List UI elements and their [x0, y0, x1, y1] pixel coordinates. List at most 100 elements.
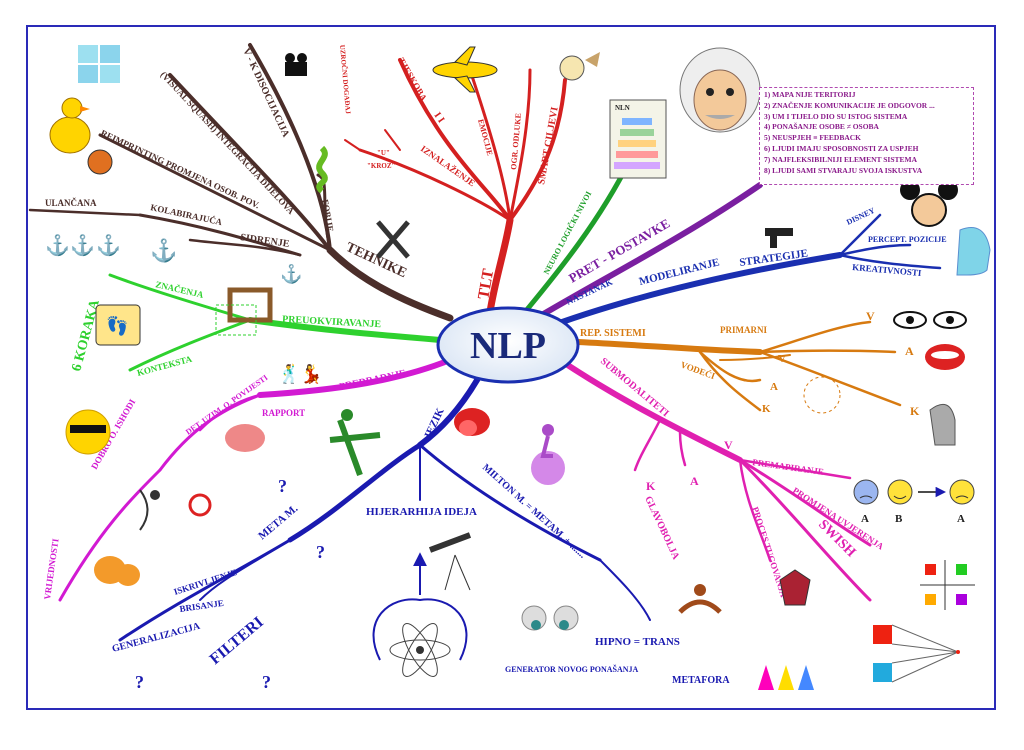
branch-pretpostavke-line — [527, 182, 763, 325]
face-label: B — [895, 513, 903, 525]
archer-icon — [139, 489, 212, 531]
rep-item: A — [905, 344, 914, 358]
gun-icon — [765, 228, 793, 248]
svg-text:⚓: ⚓ — [70, 233, 95, 257]
dancers-icon: 🕺💃 — [278, 363, 323, 385]
neuro-chart-label: NLN — [615, 104, 630, 112]
branch-modeliranje-lines — [537, 213, 942, 333]
mickey-icon — [900, 180, 958, 227]
principle-item: 2) ZNAČENJE KOMUNIKACIJE JE ODGOVOR ... — [764, 100, 935, 110]
jezik-item: HIJERARHIJA IDEJA — [366, 506, 477, 518]
branch-rep-lines — [575, 320, 902, 412]
principle-item: 3) UM I TIJELO DIO SU ISTOG SISTEMA — [764, 111, 908, 121]
eye-icon — [893, 311, 967, 329]
principles-box: 1) MAPA NIJE TERITORIJ 2) ZNAČENJE KOMUN… — [759, 87, 974, 185]
branch-preokvir-lines — [108, 273, 443, 372]
mouth-icon — [925, 344, 965, 370]
face-label: A — [861, 513, 869, 525]
predradnje-item: VRIJEDNOSTI — [42, 537, 61, 600]
duck-icon — [49, 97, 91, 154]
tlt-item: "U" — [377, 149, 390, 157]
submodaliteti-item: A — [690, 474, 699, 488]
atom-icon — [372, 552, 468, 677]
principle-item: 5) NEUSPJEH ≡ FEEDBACK — [764, 133, 861, 143]
sunface-icon — [803, 376, 841, 414]
predradnje-item: RAPPORT — [262, 408, 305, 418]
tlt-item: SMART CILJEVI — [536, 106, 561, 185]
branch-neuro-line — [517, 157, 633, 321]
yoga-icon — [678, 584, 722, 614]
sun-icon — [65, 409, 111, 455]
swish-squares-icon — [920, 560, 975, 610]
ball-icon — [87, 149, 113, 175]
modeliranje-item: PERCEPT. POZICIJE — [868, 235, 947, 244]
heart-icon — [225, 424, 265, 452]
puzzle-icon — [78, 45, 120, 83]
submodaliteti-item: K — [646, 479, 656, 493]
snake-icon — [316, 145, 328, 194]
dancer-icon — [329, 409, 381, 477]
rep-title: REP. SISTEMI — [580, 328, 646, 339]
footprints-icon: 👣 — [95, 304, 141, 346]
telescope-icon — [428, 532, 472, 591]
branch-jezik-lines — [118, 372, 651, 642]
swish-perspective-icon — [873, 624, 960, 683]
branch-tlt-lines — [344, 58, 567, 316]
rep-item: K — [910, 404, 920, 418]
frame-icon — [215, 287, 273, 336]
question-mark: ? — [278, 476, 287, 496]
page-frame — [26, 25, 996, 710]
svg-text:⚓: ⚓ — [280, 263, 302, 284]
predradnje-title: PREDRADNJE — [338, 368, 407, 393]
preokvir-item: KONTEKSTA — [136, 354, 193, 378]
rep-item: A — [770, 381, 778, 393]
ball-person-icon — [531, 424, 565, 485]
rep-item: V — [866, 309, 875, 323]
svg-text:⚓: ⚓ — [45, 233, 70, 257]
faces-icon — [853, 479, 975, 505]
face-label: A — [957, 513, 965, 525]
svg-text:👣: 👣 — [106, 315, 128, 337]
plane-icon — [432, 46, 498, 93]
camera-icon — [285, 53, 307, 76]
tlt-item: IZNALAŽENJE — [419, 143, 477, 188]
center-label: NLP — [470, 325, 546, 367]
princess-icon — [758, 665, 814, 690]
tools-icon — [376, 220, 410, 259]
rep-item: K — [762, 403, 771, 415]
question-mark: ? — [262, 672, 271, 692]
eyes-mask-icon — [521, 605, 579, 631]
submodaliteti-item: V — [724, 438, 733, 452]
principle-item: 4) PONAŠANJE OSOBE ≠ OSOBA — [764, 122, 879, 132]
principle-item: 7) NAJFLEKSIBILNIJI ELEMENT SISTEMA — [764, 154, 918, 164]
rep-item: PRIMARNI — [720, 325, 767, 335]
svg-text:🕺💃: 🕺💃 — [278, 363, 323, 385]
tongue-icon — [454, 408, 490, 436]
submodaliteti-item: GLAVOBOLJA — [642, 495, 681, 562]
clock-icon — [559, 52, 600, 81]
svg-text:⚓: ⚓ — [96, 233, 121, 257]
rep-item: V — [778, 353, 786, 365]
question-mark: ? — [135, 672, 144, 692]
branch-submodaliteti-lines — [557, 357, 872, 602]
principle-item: 8) LJUDI SAMI STVARAJU SVOJA ISKUSTVA — [764, 165, 923, 175]
head-icon — [956, 227, 991, 276]
question-mark: ? — [316, 542, 325, 562]
neuro-chart-icon: NLN — [609, 99, 667, 179]
branch-tehnike-lines — [28, 43, 454, 322]
principle-item: 1) MAPA NIJE TERITORIJ — [764, 90, 856, 99]
jezik-item: METAFORA — [672, 675, 730, 686]
principle-item: 6) LJUDI IMAJU SPOSOBNOSTI ZA USPJEH — [764, 143, 919, 153]
jezik-item: FILTERI — [207, 614, 267, 668]
preokvir-title: PREUOKVIRAVANJE — [282, 314, 382, 330]
center-node: NLP — [436, 306, 580, 384]
jezik-item: HIPNO = TRANS — [595, 636, 680, 648]
tehnike-item: V - K DISOCIJACIJA — [240, 47, 291, 140]
money-bag-icon — [94, 556, 140, 586]
anchor-icon: ⚓⚓⚓⚓⚓ — [45, 233, 302, 284]
tlt-item: "KROZ" — [367, 162, 396, 170]
tehnike-item: REIMPRINTING PROMJENA OSOB. POV. — [99, 128, 261, 211]
tlt-title: TLT — [475, 267, 497, 300]
